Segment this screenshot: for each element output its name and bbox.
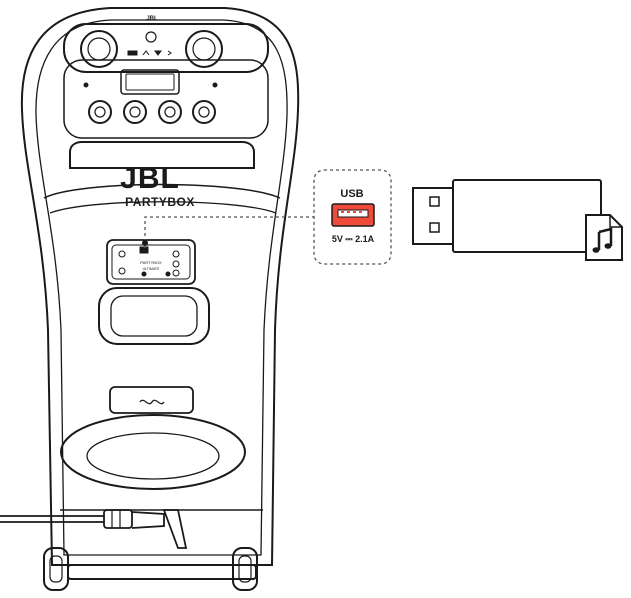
rear-panel-model: PARTYBOX	[140, 260, 162, 265]
speaker	[0, 7, 300, 591]
rear-io-panel	[106, 239, 196, 285]
top-handle	[69, 141, 255, 169]
usb-port-marker	[142, 240, 148, 246]
upper-handle-recess	[98, 287, 210, 345]
top-icon-row	[127, 50, 172, 56]
top-control-panel	[63, 23, 269, 73]
usb-callout: USB 5V ⎓ 2.1A	[313, 169, 392, 265]
rotary-knob-4	[192, 100, 216, 124]
top-brand-text: JBL	[146, 16, 158, 22]
left-knob	[80, 30, 118, 68]
bottom-badge	[109, 386, 194, 414]
rotary-knob-row	[88, 100, 216, 124]
top-center-button	[145, 31, 157, 43]
usb-label: USB	[340, 188, 363, 200]
rear-io-details	[118, 246, 180, 277]
usb-rating: 5V ⎓ 2.1A	[332, 234, 375, 244]
usb-drive-body	[452, 179, 602, 253]
speaker-logo: JBL	[120, 162, 180, 195]
logo-band	[43, 183, 281, 199]
speaker-body-outline	[20, 7, 300, 566]
rotary-knob-1	[88, 100, 112, 124]
usb-port-icon	[331, 203, 375, 227]
usb-flash-drive	[412, 179, 602, 253]
lower-handle-recess	[60, 414, 246, 490]
rotary-knob-2	[123, 100, 147, 124]
speaker-model-text: PARTYBOX	[125, 195, 195, 209]
top-panel-lower	[63, 59, 269, 139]
display-window	[120, 69, 180, 95]
rotary-knob-3	[158, 100, 182, 124]
callout-connector	[144, 216, 314, 248]
speaker-foot	[67, 564, 257, 580]
power-cord	[0, 509, 188, 549]
right-wheel	[232, 547, 258, 591]
speaker-inner-outline	[35, 19, 288, 556]
right-knob	[185, 30, 223, 68]
left-wheel	[43, 547, 69, 591]
rear-panel-sub: ULTIMATE	[143, 267, 160, 271]
music-note-icon	[585, 214, 623, 261]
